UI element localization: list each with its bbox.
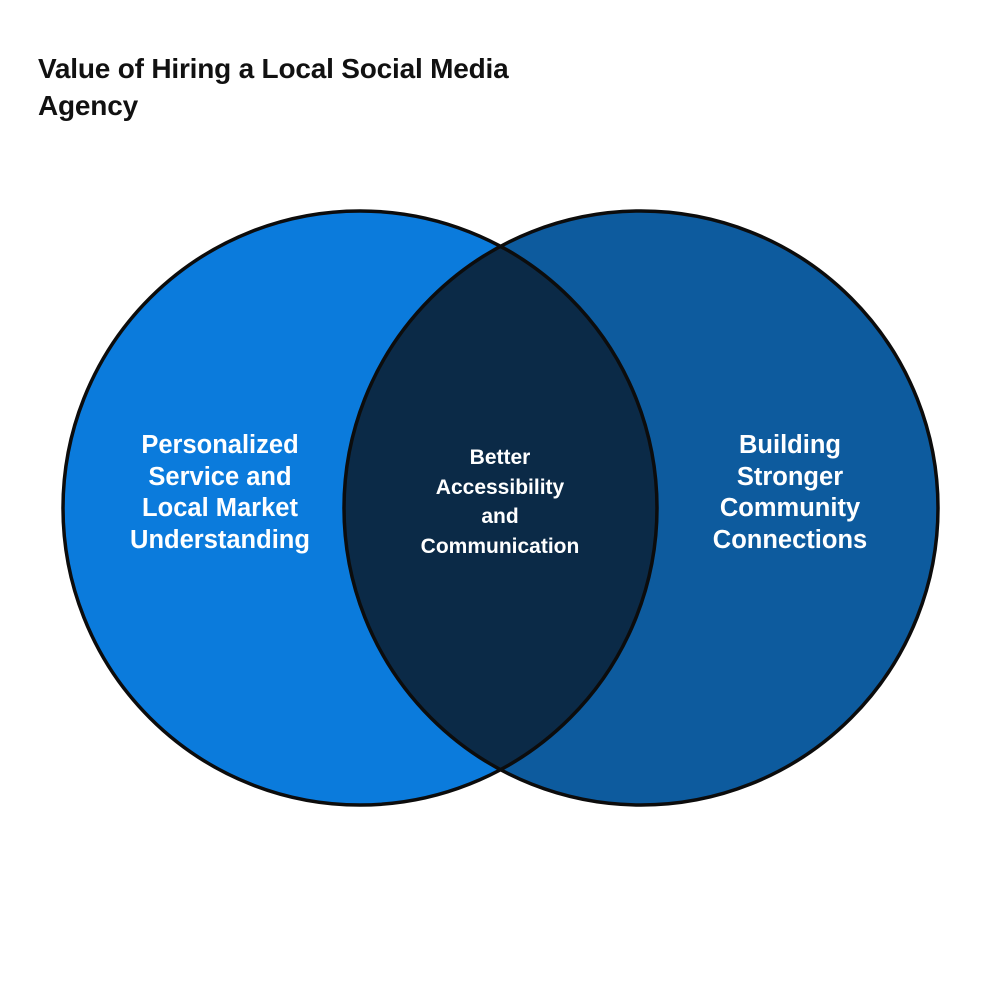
venn-label-overlap: Better Accessibility and Communication [420, 446, 580, 558]
venn-circle-left-outline [61, 209, 659, 807]
venn-overlap-region[interactable] [344, 211, 938, 805]
venn-overlap-fill [344, 211, 657, 805]
venn-circle-right-outline [342, 209, 940, 807]
page-title: Value of Hiring a Local Social Media Age… [38, 52, 509, 121]
venn-label-right: Building Stronger Community Connections [712, 431, 868, 554]
venn-label-left: Personalized Service and Local Market Un… [130, 431, 310, 554]
